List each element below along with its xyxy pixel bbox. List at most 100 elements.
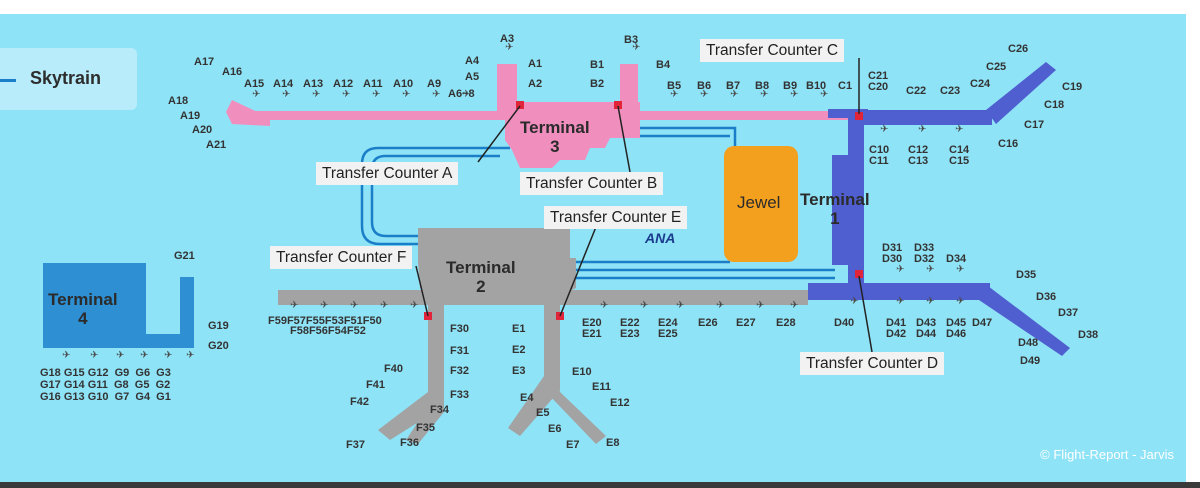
gate-label-c1: C1 bbox=[838, 80, 853, 92]
gate-label-a2: A2 bbox=[528, 78, 543, 90]
counter-b-marker bbox=[614, 101, 622, 109]
plane-icon: ✈ bbox=[62, 350, 70, 361]
gate-label-d41-42: D41 D42 bbox=[886, 317, 907, 340]
terminal-3-building bbox=[505, 102, 640, 168]
gate-label-a11: A11 bbox=[363, 78, 383, 90]
terminal-1-shape bbox=[808, 62, 1070, 356]
gate-label-b8: B8 bbox=[755, 80, 770, 92]
gate-label-a6-8: A6~8 bbox=[448, 88, 475, 100]
gate-label-g-row1: G18 G15 G12 G9 G6 G3 bbox=[40, 367, 171, 379]
gate-label-a10: A10 bbox=[393, 78, 414, 90]
legend-panel: Skytrain bbox=[0, 48, 137, 110]
plane-icon: ✈ bbox=[140, 350, 148, 361]
gate-label-e3: E3 bbox=[512, 365, 526, 377]
pier-d-diagonal bbox=[976, 283, 1070, 356]
terminal-4-label: Terminal 4 bbox=[48, 290, 118, 328]
gate-label-d47: D47 bbox=[972, 317, 993, 329]
gate-label-b2: B2 bbox=[590, 78, 605, 90]
gate-label-g-row3: G16 G13 G10 G7 G4 G1 bbox=[40, 391, 171, 403]
terminal-1-label: Terminal 1 bbox=[800, 190, 870, 228]
gate-label-f40: F40 bbox=[384, 363, 403, 375]
gate-label-e4: E4 bbox=[520, 392, 534, 404]
terminal-2-building bbox=[418, 228, 576, 296]
gate-label-e26: E26 bbox=[698, 317, 718, 329]
plane-icon: ✈ bbox=[790, 300, 798, 311]
gate-label-g21: G21 bbox=[174, 250, 195, 262]
gate-label-e2: E2 bbox=[512, 344, 526, 356]
gate-label-c19: C19 bbox=[1062, 81, 1083, 93]
plane-icon: ✈ bbox=[730, 89, 738, 100]
gate-label-e24-25: E24 E25 bbox=[658, 317, 678, 340]
plane-icon: ✈ bbox=[850, 296, 858, 307]
counter-c-marker bbox=[855, 112, 863, 120]
plane-icon: ✈ bbox=[164, 350, 172, 361]
gate-label-a12: A12 bbox=[333, 78, 354, 90]
plane-icon: ✈ bbox=[380, 300, 388, 311]
plane-icon: ✈ bbox=[402, 89, 410, 100]
gate-label-d40: D40 bbox=[834, 317, 855, 329]
gate-label-c12-13: C12 C13 bbox=[908, 144, 929, 167]
gate-label-f36: F36 bbox=[400, 437, 419, 449]
terminal-4-pier-base bbox=[146, 334, 194, 348]
terminal-4-pier-arm bbox=[180, 277, 194, 337]
gate-label-c24: C24 bbox=[970, 78, 991, 90]
plane-icon: ✈ bbox=[252, 89, 260, 100]
gate-label-e8: E8 bbox=[606, 437, 620, 449]
gate-label-e11: E11 bbox=[592, 381, 611, 393]
gate-label-b7: B7 bbox=[726, 80, 741, 92]
pier-f-left-branch bbox=[378, 392, 444, 440]
gate-label-d35: D35 bbox=[1016, 269, 1037, 281]
pier-b-stub bbox=[620, 64, 638, 112]
plane-icon: ✈ bbox=[320, 300, 328, 311]
skytrain-line-t3-t2-b bbox=[370, 154, 500, 238]
plane-icon: ✈ bbox=[186, 350, 194, 361]
gate-label-f41: F41 bbox=[366, 379, 385, 391]
gate-label-a19: A19 bbox=[180, 110, 201, 122]
gate-label-a21: A21 bbox=[206, 139, 227, 151]
gate-label-b9: B9 bbox=[783, 80, 798, 92]
gate-label-a20: A20 bbox=[192, 124, 213, 136]
jewel-building bbox=[724, 146, 798, 262]
gate-label-b6: B6 bbox=[697, 80, 712, 92]
gate-label-d43-44: D43 D44 bbox=[916, 317, 937, 340]
gate-label-e22-23: E22 E23 bbox=[620, 317, 640, 340]
plane-icon: ✈ bbox=[700, 89, 708, 100]
plane-icon: ✈ bbox=[432, 89, 440, 100]
gate-label-e1: E1 bbox=[512, 323, 526, 335]
gate-label-c22: C22 bbox=[906, 85, 927, 97]
pier-a-stub bbox=[497, 64, 517, 112]
gate-label-b3: B3 bbox=[624, 34, 639, 46]
gate-label-d34: D34 bbox=[946, 253, 967, 265]
plane-icon: ✈ bbox=[896, 264, 904, 275]
gate-label-a3: A3 bbox=[500, 33, 515, 45]
plane-icon: ✈ bbox=[716, 300, 724, 311]
terminal-4-building bbox=[43, 263, 146, 348]
terminal-3-shape bbox=[226, 64, 848, 168]
terminal-2-label: Terminal 2 bbox=[446, 258, 516, 296]
gate-label-f37: F37 bbox=[346, 439, 365, 451]
gate-label-f42: F42 bbox=[350, 396, 369, 408]
gate-label-e10: E10 bbox=[572, 366, 592, 378]
plane-icon: ✈ bbox=[505, 42, 513, 53]
gate-label-f31: F31 bbox=[450, 345, 469, 357]
transfer-counter-c-callout: Transfer Counter C bbox=[700, 39, 845, 62]
terminal-2-shape bbox=[278, 228, 808, 444]
plane-icon: ✈ bbox=[312, 89, 320, 100]
plane-icon: ✈ bbox=[676, 300, 684, 311]
gate-label-b5: B5 bbox=[667, 80, 682, 92]
gate-label-f58-52: F58F56F54F52 bbox=[290, 325, 366, 337]
pier-e-stem bbox=[544, 296, 560, 382]
plane-icon: ✈ bbox=[820, 89, 828, 100]
plane-icon: ✈ bbox=[90, 350, 98, 361]
gate-label-d31-30: D31 D30 bbox=[882, 242, 903, 265]
plane-icon: ✈ bbox=[880, 124, 888, 135]
pier-e-right-branch bbox=[546, 376, 606, 444]
transfer-counter-b-callout: Transfer Counter B bbox=[520, 172, 664, 195]
pier-f-stem bbox=[428, 296, 444, 408]
gate-label-c21-20: C21 C20 bbox=[868, 70, 889, 93]
skytrain-line-t3-t2 bbox=[360, 146, 510, 246]
pier-c-east bbox=[852, 110, 992, 125]
